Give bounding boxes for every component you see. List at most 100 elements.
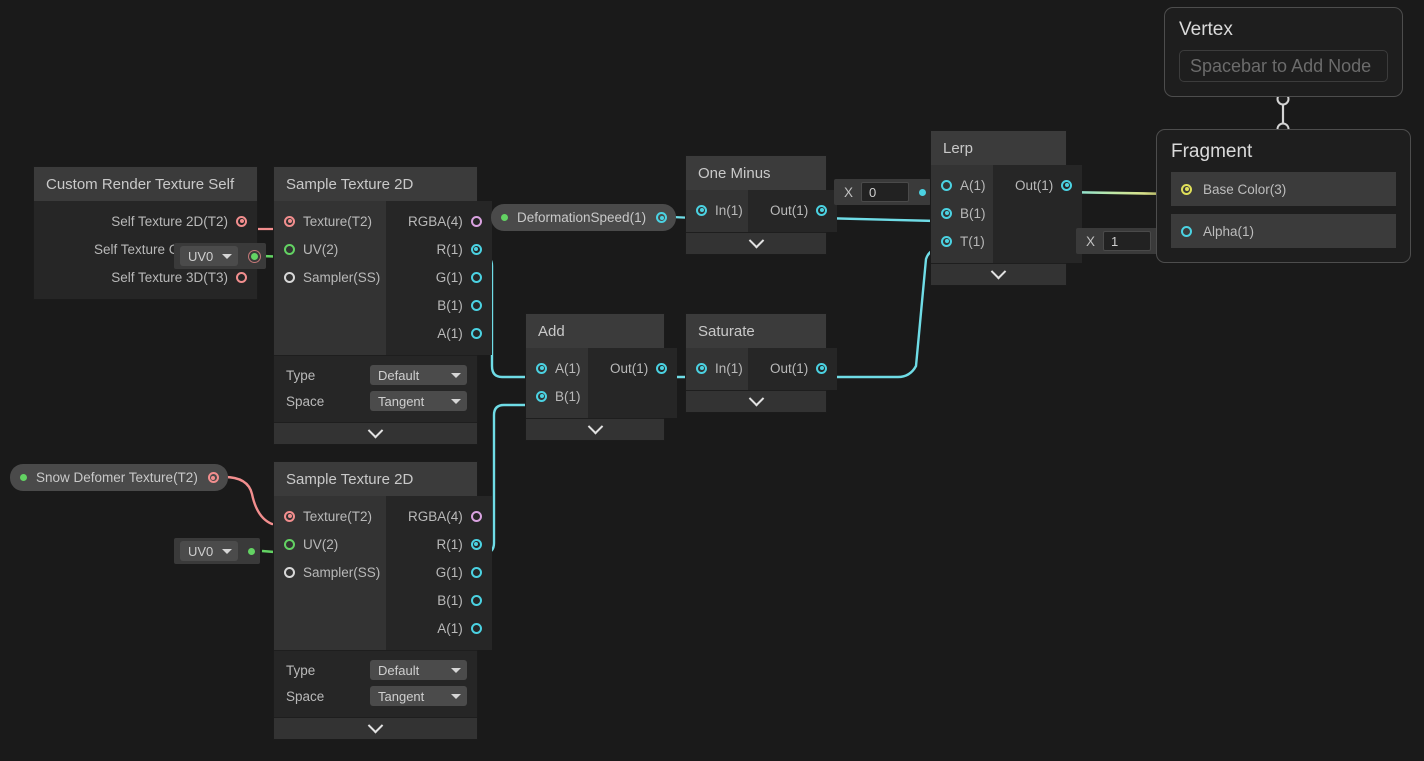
output-port-out[interactable]: [816, 362, 828, 374]
port-row-sampler[interactable]: Sampler(SS): [274, 558, 386, 586]
float-value-field[interactable]: 0: [861, 182, 910, 202]
space-dropdown[interactable]: Tangent: [370, 391, 467, 411]
output-port-texture[interactable]: [207, 472, 219, 483]
setting-row-space[interactable]: Space Tangent: [274, 683, 477, 709]
port-row-a[interactable]: A(1): [526, 354, 588, 382]
port-row-rgba[interactable]: RGBA(4): [386, 207, 492, 235]
output-port-r[interactable]: [470, 538, 482, 550]
port-row-out[interactable]: Out(1): [748, 354, 837, 382]
port-row-uv[interactable]: UV(2): [274, 530, 386, 558]
type-dropdown[interactable]: Default: [370, 365, 467, 385]
node-sample-texture-2d-top[interactable]: Sample Texture 2D Texture(T2) UV(2) Samp…: [273, 166, 492, 445]
port-row-b[interactable]: B(1): [386, 291, 492, 319]
input-port-a[interactable]: [941, 179, 952, 191]
output-port-a[interactable]: [470, 327, 482, 339]
block-node-alpha[interactable]: Alpha(1): [1171, 214, 1396, 248]
type-dropdown[interactable]: Default: [370, 660, 467, 680]
context-block-vertex[interactable]: Vertex Spacebar to Add Node: [1164, 7, 1403, 97]
output-port-texture2d[interactable]: [236, 215, 247, 227]
node-expander-toggle[interactable]: [274, 422, 477, 444]
node-expander-toggle[interactable]: [526, 418, 664, 440]
input-port-base-color[interactable]: [1181, 183, 1192, 195]
port-row-g[interactable]: G(1): [386, 558, 492, 586]
port-row-b[interactable]: B(1): [931, 199, 993, 227]
uv-channel-widget-top[interactable]: UV0: [174, 243, 267, 269]
port-row-sampler[interactable]: Sampler(SS): [274, 263, 386, 291]
uv-output-dot[interactable]: [251, 252, 259, 260]
space-dropdown[interactable]: Tangent: [370, 686, 467, 706]
port-row-a[interactable]: A(1): [931, 171, 993, 199]
output-port-r[interactable]: [470, 243, 482, 255]
output-port-out[interactable]: [816, 204, 828, 216]
node-expander-toggle[interactable]: [931, 263, 1066, 285]
output-port-value[interactable]: [656, 212, 668, 223]
output-port-rgba[interactable]: [470, 215, 482, 227]
output-port-b[interactable]: [470, 594, 482, 606]
output-port-rgba[interactable]: [470, 510, 482, 522]
input-port-texture[interactable]: [284, 215, 295, 227]
input-port-texture[interactable]: [284, 510, 295, 522]
uv-dropdown[interactable]: UV0: [180, 541, 239, 561]
port-row-g[interactable]: G(1): [386, 263, 492, 291]
node-one-minus[interactable]: One Minus In(1) Out(1): [685, 155, 838, 255]
port-row-in[interactable]: In(1): [686, 354, 748, 382]
port-row-t[interactable]: T(1): [931, 227, 993, 255]
block-node-base-color[interactable]: Base Color(3): [1171, 172, 1396, 206]
float-value-field[interactable]: 1: [1103, 231, 1152, 251]
setting-row-type[interactable]: Type Default: [274, 657, 477, 683]
node-expander-toggle[interactable]: [686, 232, 826, 254]
property-node-snow-deformer-texture[interactable]: Snow Defomer Texture(T2): [10, 464, 228, 491]
float-output-dot[interactable]: [919, 188, 927, 196]
input-port-t[interactable]: [941, 235, 952, 247]
float-widget-lerp-a[interactable]: X 0: [834, 179, 932, 205]
context-block-fragment[interactable]: Fragment Base Color(3) Alpha(1): [1156, 129, 1411, 263]
port-row-a[interactable]: A(1): [386, 319, 492, 347]
input-port-in[interactable]: [696, 204, 707, 216]
port-row-r[interactable]: R(1): [386, 235, 492, 263]
input-port-b[interactable]: [536, 390, 547, 402]
output-port-g[interactable]: [470, 566, 482, 578]
setting-row-type[interactable]: Type Default: [274, 362, 477, 388]
node-lerp[interactable]: Lerp A(1) B(1) T(1) Out(1): [930, 130, 1083, 286]
port-row-rgba[interactable]: RGBA(4): [386, 502, 492, 530]
input-port-b[interactable]: [941, 207, 952, 219]
output-port-out[interactable]: [1061, 179, 1073, 191]
port-row-b[interactable]: B(1): [526, 382, 588, 410]
input-port-sampler[interactable]: [284, 566, 295, 578]
property-node-deformation-speed[interactable]: DeformationSpeed(1): [491, 204, 677, 231]
input-port-sampler[interactable]: [284, 271, 295, 283]
port-row-r[interactable]: R(1): [386, 530, 492, 558]
input-port-in[interactable]: [696, 362, 707, 374]
port-row-out[interactable]: Out(1): [748, 196, 837, 224]
output-port-a[interactable]: [470, 622, 482, 634]
uv-channel-widget-bottom[interactable]: UV0: [174, 538, 261, 564]
setting-row-space[interactable]: Space Tangent: [274, 388, 477, 414]
vertex-add-node-placeholder[interactable]: Spacebar to Add Node: [1179, 50, 1388, 82]
input-port-alpha[interactable]: [1181, 225, 1192, 237]
output-port-g[interactable]: [470, 271, 482, 283]
port-row-in[interactable]: In(1): [686, 196, 748, 224]
node-expander-toggle[interactable]: [686, 390, 826, 412]
port-row-out[interactable]: Out(1): [588, 354, 677, 382]
input-port-a[interactable]: [536, 362, 547, 374]
port-row-self-texture-3d[interactable]: Self Texture 3D(T3): [34, 263, 257, 291]
input-port-uv[interactable]: [284, 538, 295, 550]
output-port-out[interactable]: [656, 362, 668, 374]
uv-dropdown[interactable]: UV0: [180, 246, 239, 266]
node-add[interactable]: Add A(1) B(1) Out(1): [525, 313, 678, 441]
node-expander-toggle[interactable]: [274, 717, 477, 739]
uv-output-dot[interactable]: [248, 547, 256, 555]
node-custom-render-texture-self[interactable]: Custom Render Texture Self Self Texture …: [33, 166, 258, 300]
port-row-b[interactable]: B(1): [386, 586, 492, 614]
port-row-texture[interactable]: Texture(T2): [274, 207, 386, 235]
input-port-uv[interactable]: [284, 243, 295, 255]
port-row-texture[interactable]: Texture(T2): [274, 502, 386, 530]
node-saturate[interactable]: Saturate In(1) Out(1): [685, 313, 838, 413]
port-row-uv[interactable]: UV(2): [274, 235, 386, 263]
output-port-b[interactable]: [470, 299, 482, 311]
port-row-self-texture-2d[interactable]: Self Texture 2D(T2): [34, 207, 257, 235]
output-port-texture3d[interactable]: [236, 271, 247, 283]
port-row-a[interactable]: A(1): [386, 614, 492, 642]
port-row-out[interactable]: Out(1): [993, 171, 1082, 199]
